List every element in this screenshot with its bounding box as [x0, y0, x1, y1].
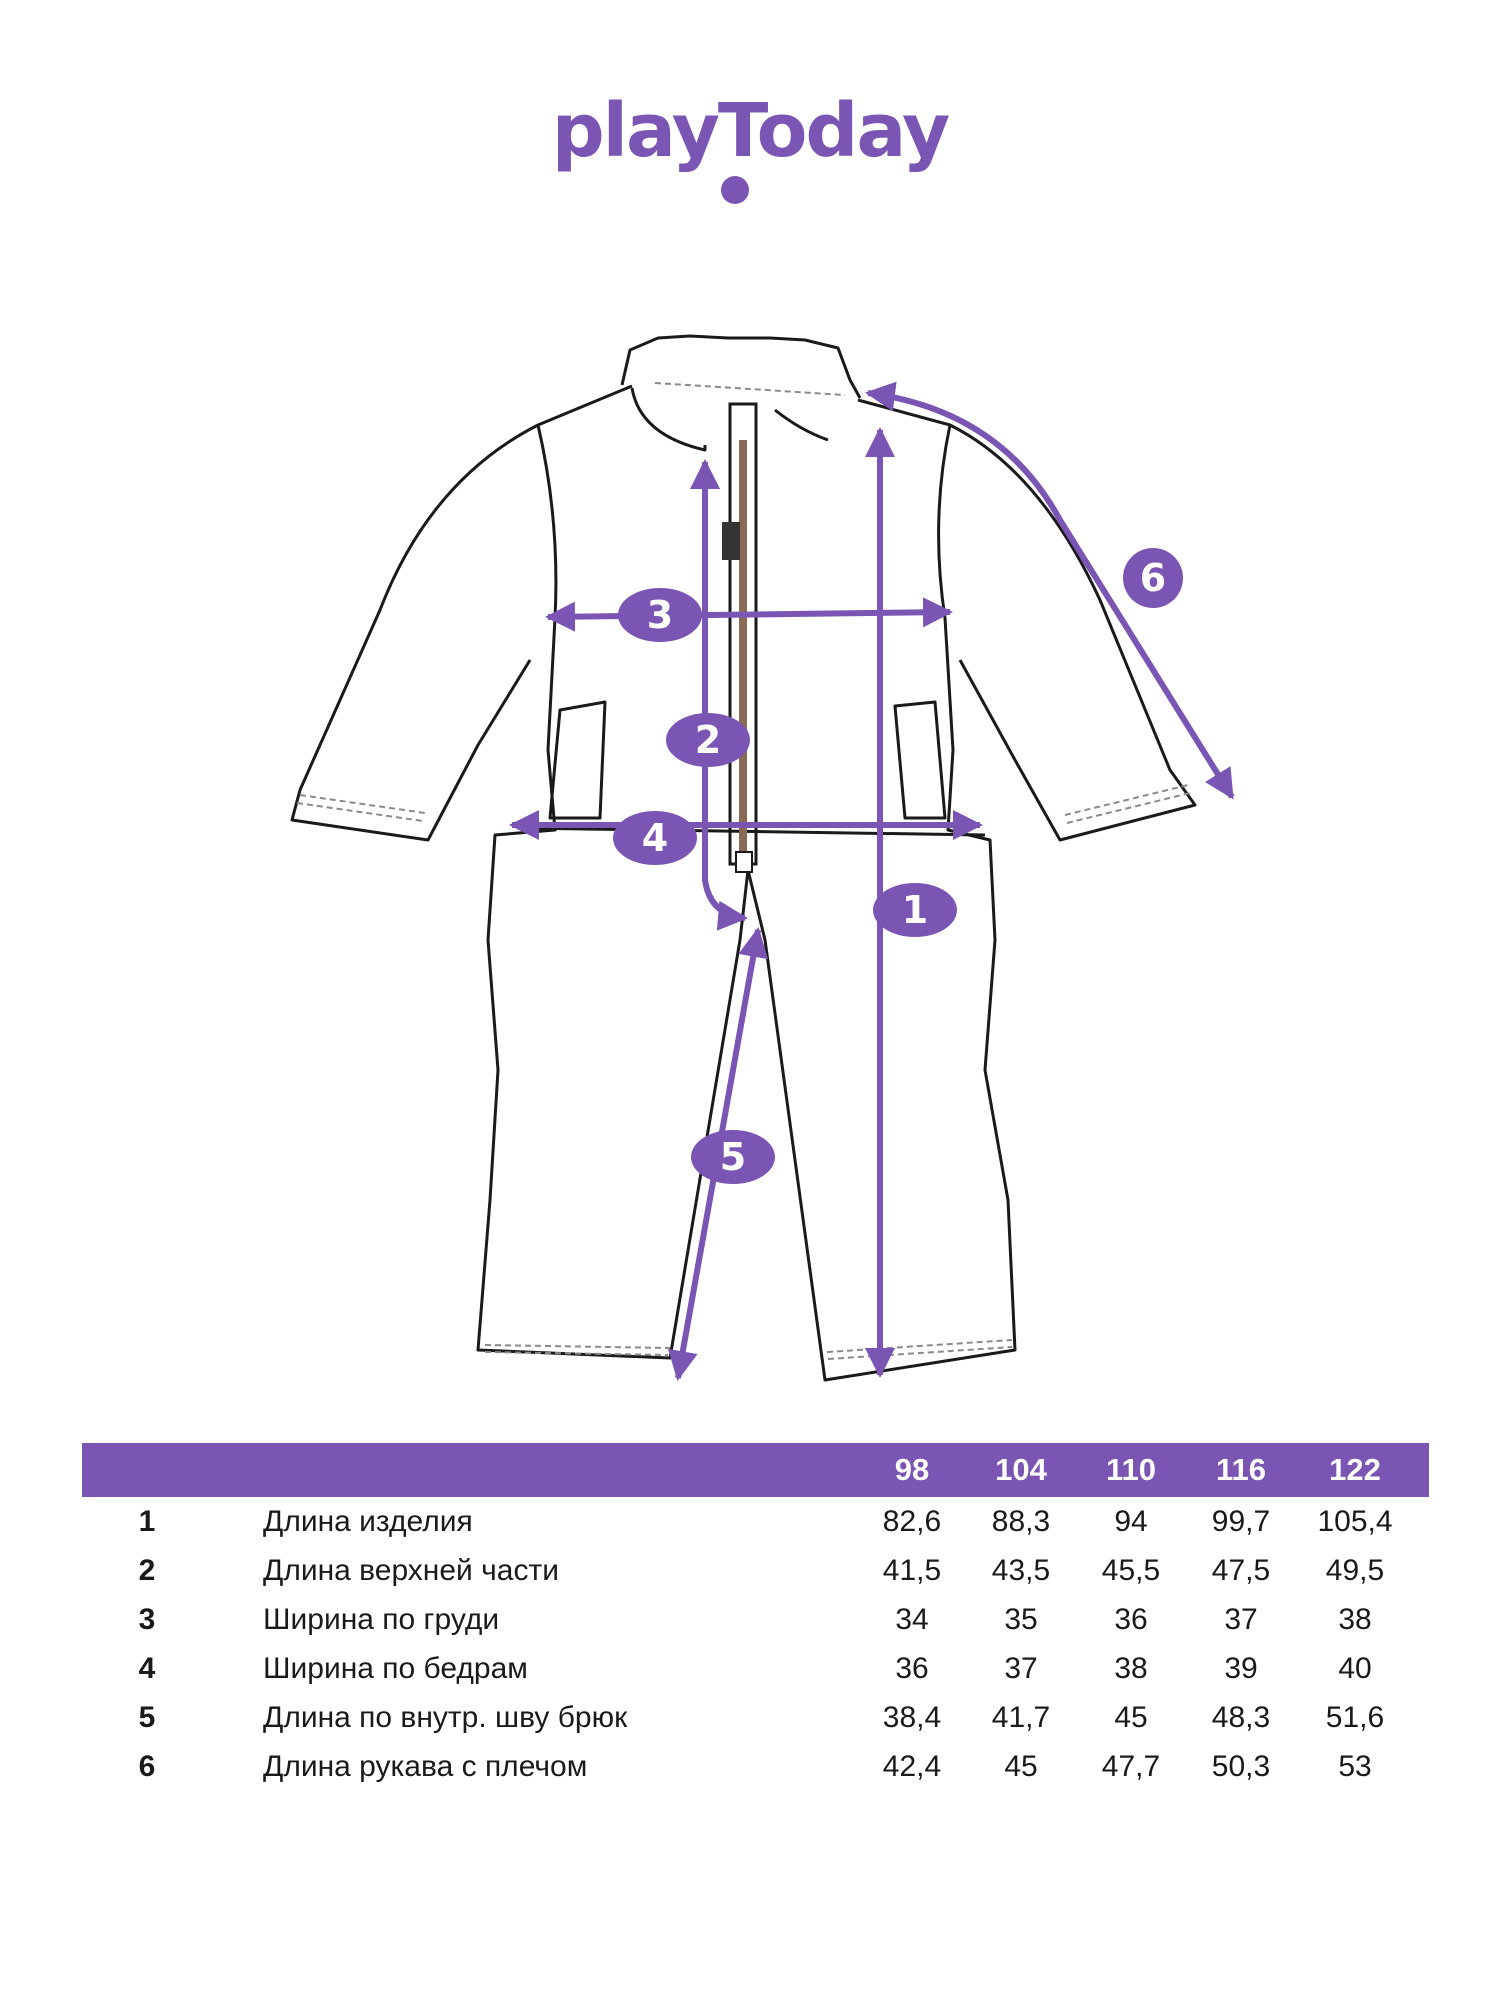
row-label: Длина верхней части — [263, 1554, 559, 1587]
row-label: Длина изделия — [263, 1505, 473, 1538]
row-value: 38 — [1114, 1652, 1148, 1685]
measurement-badges: 1 2 3 4 5 6 — [613, 548, 1183, 1184]
row-label: Длина по внутр. шву брюк — [263, 1701, 628, 1734]
arrow-3 — [545, 597, 953, 632]
table-row: 6 Длина рукава с плечом 42,4 45 47,7 50,… — [82, 1742, 1429, 1791]
table-row: 3 Ширина по груди 34 35 36 37 38 — [82, 1595, 1429, 1644]
zipper — [722, 402, 829, 873]
row-value: 47,5 — [1211, 1554, 1271, 1587]
hem-stitching — [296, 382, 1191, 1360]
row-value: 36 — [1114, 1603, 1148, 1636]
left-pocket — [548, 700, 607, 820]
size-table: 98 104 110 116 122 1 Длина изделия 82,6 … — [82, 1443, 1429, 1791]
badge-5: 5 — [691, 1130, 775, 1184]
badge-4-label: 4 — [642, 816, 668, 860]
row-label: Длина рукава с плечом — [263, 1750, 588, 1783]
row-value: 82,6 — [882, 1505, 942, 1538]
row-value: 50,3 — [1211, 1750, 1271, 1783]
collar-inner — [630, 387, 707, 452]
row-number: 1 — [138, 1505, 156, 1538]
waist-line — [517, 826, 986, 837]
row-value: 45 — [1004, 1750, 1038, 1783]
badge-3-label: 3 — [647, 593, 673, 637]
row-label: Ширина по груди — [263, 1603, 500, 1636]
row-value: 36 — [895, 1652, 929, 1685]
row-value: 40 — [1338, 1652, 1372, 1685]
row-value: 45,5 — [1101, 1554, 1161, 1587]
badge-4: 4 — [613, 811, 697, 865]
table-row: 4 Ширина по бедрам 36 37 38 39 40 — [82, 1644, 1429, 1693]
right-pocket — [893, 700, 947, 820]
row-value: 39 — [1224, 1652, 1258, 1685]
arrow-6 — [865, 381, 1235, 800]
row-number: 6 — [138, 1750, 156, 1783]
row-value: 99,7 — [1211, 1505, 1271, 1538]
size-header-122: 122 — [1329, 1452, 1381, 1487]
badge-1-label: 1 — [902, 888, 928, 932]
badge-2-label: 2 — [695, 718, 721, 762]
row-value: 49,5 — [1325, 1554, 1385, 1587]
row-value: 105,4 — [1317, 1505, 1393, 1538]
arrow-2 — [690, 459, 748, 931]
row-value: 35 — [1004, 1603, 1038, 1636]
row-label: Ширина по бедрам — [263, 1652, 528, 1685]
size-header-98: 98 — [894, 1452, 930, 1487]
badge-6-label: 6 — [1140, 556, 1166, 600]
row-number: 5 — [138, 1701, 156, 1734]
table-row: 5 Длина по внутр. шву брюк 38,4 41,7 45 … — [82, 1693, 1429, 1742]
brand-logo: playToday — [0, 88, 1500, 174]
row-value: 47,7 — [1101, 1750, 1161, 1783]
collar — [620, 334, 862, 399]
row-value: 42,4 — [882, 1750, 942, 1783]
row-number: 2 — [138, 1554, 156, 1587]
row-value: 88,3 — [991, 1505, 1051, 1538]
brand-logo-text: playToday — [551, 88, 951, 174]
badge-5-label: 5 — [720, 1135, 746, 1179]
row-value: 38,4 — [882, 1701, 942, 1734]
size-header-110: 110 — [1105, 1452, 1156, 1487]
row-number: 3 — [138, 1603, 156, 1636]
size-header-104: 104 — [995, 1452, 1047, 1487]
table-row: 1 Длина изделия 82,6 88,3 94 99,7 105,4 — [82, 1497, 1429, 1546]
badge-6: 6 — [1123, 548, 1183, 608]
size-header-116: 116 — [1215, 1452, 1266, 1487]
row-value: 41,5 — [882, 1554, 942, 1587]
badge-3: 3 — [618, 588, 702, 642]
row-value: 51,6 — [1325, 1701, 1385, 1734]
table-row: 2 Длина верхней части 41,5 43,5 45,5 47,… — [82, 1546, 1429, 1595]
row-value: 37 — [1224, 1603, 1258, 1636]
logo-dot — [721, 176, 749, 204]
right-sleeve — [949, 423, 1197, 842]
badge-1: 1 — [873, 883, 957, 937]
garment-diagram: 1 2 3 4 5 6 — [290, 334, 1235, 1382]
badge-2: 2 — [666, 713, 750, 767]
row-value: 38 — [1338, 1603, 1372, 1636]
row-value: 94 — [1114, 1505, 1148, 1538]
row-value: 41,7 — [991, 1701, 1051, 1734]
size-table-header: 98 104 110 116 122 — [82, 1443, 1429, 1497]
measurement-arrows — [509, 381, 1235, 1381]
left-sleeve — [290, 423, 539, 842]
row-value: 53 — [1338, 1750, 1372, 1783]
left-side — [476, 384, 750, 1360]
row-value: 34 — [895, 1603, 929, 1636]
row-value: 37 — [1004, 1652, 1038, 1685]
row-value: 45 — [1114, 1701, 1148, 1734]
row-value: 48,3 — [1211, 1701, 1271, 1734]
row-value: 43,5 — [991, 1554, 1051, 1587]
row-number: 4 — [138, 1652, 156, 1685]
